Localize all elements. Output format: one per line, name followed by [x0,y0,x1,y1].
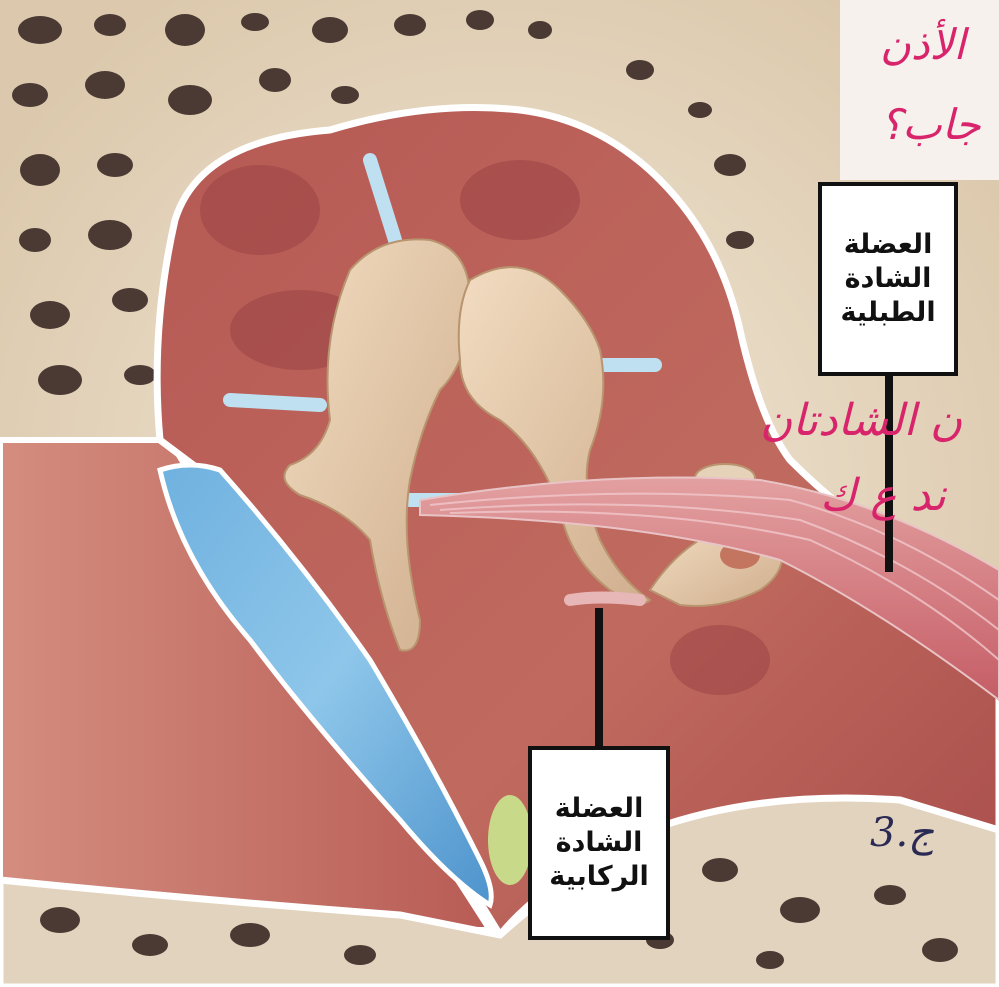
stapedius-label: العضلة الشادة الركابية [528,746,670,940]
stapedius-line3: الركابية [549,860,649,894]
handwriting-top-1: الأذن [880,20,965,69]
handwriting-top-2: جاب؟ [880,100,981,149]
tissue-spot [488,795,532,885]
stapedius-tendon [570,598,640,601]
handwriting-bottom: ج.3 [870,810,934,856]
tensor-tympani-label: العضلة الشادة الطبلية [818,182,958,376]
stapedius-line1: العضلة [555,792,644,826]
handwriting-mid-2: ند ﻉ ك [820,470,946,521]
tensor-tympani-line2: الشادة [845,262,932,296]
stapedius-line2: الشادة [556,826,643,860]
tensor-tympani-line1: العضلة [844,228,933,262]
handwriting-mid-1: ن الشادتان [760,395,962,446]
tensor-tympani-line3: الطبلية [840,296,935,330]
